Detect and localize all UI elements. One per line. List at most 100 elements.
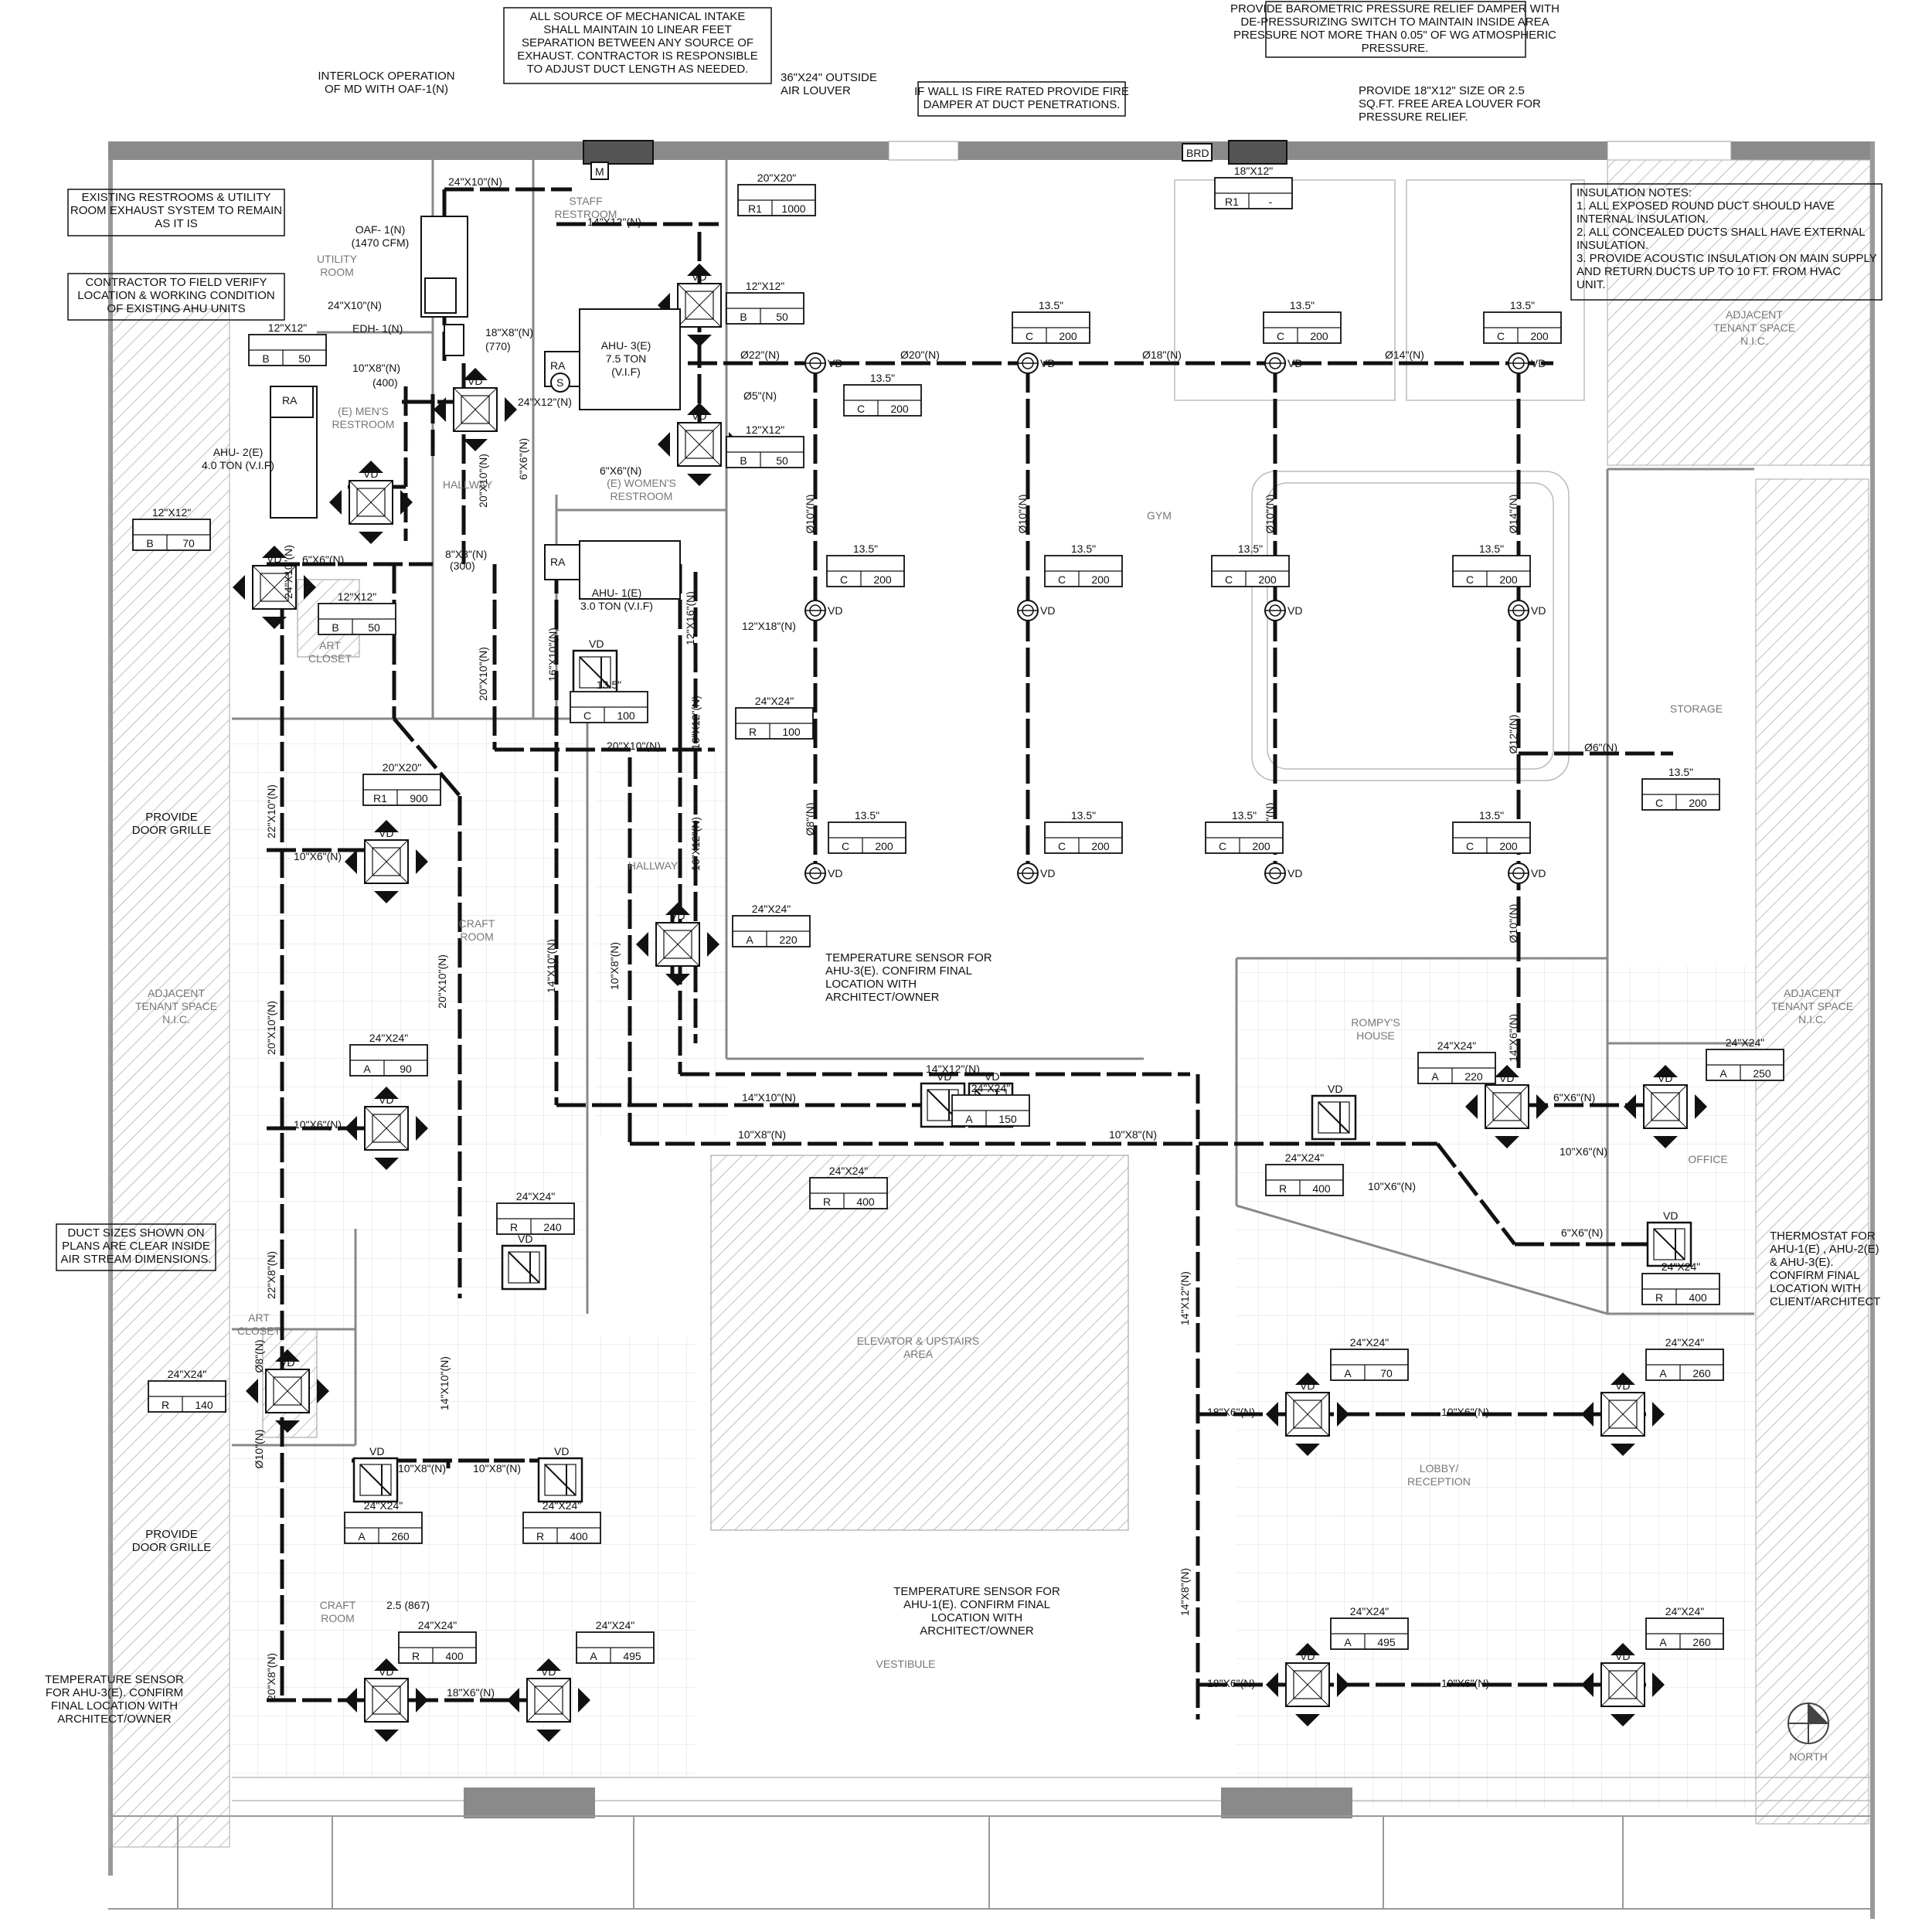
intake-note-line: ALL SOURCE OF MECHANICAL INTAKE [530, 10, 746, 23]
tag-cfm: 140 [195, 1399, 213, 1411]
vd-label: VD [1287, 604, 1302, 617]
insulation-notes-line: 2. ALL CONCEALED DUCTS SHALL HAVE EXTERN… [1577, 226, 1866, 239]
tag-size: 24"X24" [752, 903, 791, 915]
round-diffuser-icon: VD [1264, 352, 1302, 374]
tag-type: R [510, 1221, 518, 1233]
door-grille-note-top-line: PROVIDE [145, 811, 198, 824]
thermostat-note-line: LOCATION WITH [1770, 1282, 1861, 1295]
duct-size-label: 6"X6"(N) [600, 464, 641, 477]
return-grille-icon: VD [1311, 1083, 1357, 1141]
tag-type: R [536, 1530, 544, 1543]
north-label: NORTH [1789, 1750, 1828, 1763]
tag-cfm: 220 [779, 934, 798, 946]
vd-label: VD [937, 1070, 951, 1083]
duct-size-label: 24"X10"(N) [282, 545, 294, 599]
tag-cfm: 400 [570, 1530, 588, 1543]
tag-size: 24"X24" [1350, 1605, 1389, 1617]
tag-type: A [358, 1530, 366, 1543]
lobby-label-line: RECEPTION [1407, 1475, 1471, 1488]
duct-size-label: Ø12"(N) [1507, 715, 1519, 754]
duct-size-label: 10"X6"(N) [294, 850, 342, 862]
ahu-1-label: AHU- 1(E)3.0 TON (V.I.F) [580, 587, 653, 612]
duct-size-label: 14"X10"(N) [742, 1091, 796, 1104]
north-label-line: NORTH [1789, 1750, 1828, 1763]
edh-1-label: EDH- 1(N) [352, 322, 403, 335]
return-grille-icon: VD [501, 1233, 547, 1291]
craft-room-bottom-label-line: ROOM [321, 1612, 355, 1624]
fire-damper-note: IF WALL IS FIRE RATED PROVIDE FIREDAMPER… [914, 81, 1129, 117]
vd-label: VD [280, 1356, 294, 1369]
vd-label: VD [1040, 357, 1055, 369]
square-diffuser-icon: VD [345, 1658, 428, 1742]
tag-type: A [1659, 1636, 1667, 1648]
square-diffuser-icon: VD [636, 903, 719, 986]
adjacent-tenant-top-hatch [1607, 159, 1871, 466]
fire-damper-note-line: IF WALL IS FIRE RATED PROVIDE FIRE [914, 85, 1129, 98]
round-diffuser-icon: VD [1017, 600, 1055, 621]
tag-size: 13.5" [853, 543, 878, 555]
duct-size-label: 8"X8"(N) [445, 548, 487, 560]
tag-cfm: 150 [998, 1113, 1017, 1125]
baro-note-box [1265, 1, 1526, 58]
field-verify-note-line: LOCATION & WORKING CONDITION [77, 289, 275, 302]
ahu-3-label: AHU- 3(E)7.5 TON(V.I.F) [601, 339, 651, 378]
tag-size: 24"X24" [1665, 1336, 1704, 1349]
vd-label: VD [379, 1665, 393, 1678]
duct-size-label: 20"X10"(N) [265, 1001, 277, 1055]
vd-label: VD [828, 357, 842, 369]
duct-size-label: Ø20"(N) [900, 349, 940, 361]
storage-label-line: STORAGE [1670, 702, 1723, 715]
tag-size: 12"X12" [746, 280, 784, 292]
square-diffuser-icon: VD [507, 1658, 590, 1742]
tag-cfm: 200 [1258, 573, 1277, 586]
vd-label: VD [1287, 357, 1302, 369]
brd-box [1182, 143, 1213, 162]
tag-type: C [583, 709, 591, 722]
tag-cfm: 100 [782, 726, 801, 738]
duct-size-label: Ø10"(N) [1264, 495, 1276, 534]
tag-type: A [590, 1650, 597, 1662]
craft-room-top-label-line: CRAFT [459, 917, 495, 930]
tag-cfm: 400 [856, 1196, 875, 1208]
ahu-2-ra-label: RA [282, 394, 298, 406]
adjacent-tenant-left-label-line: TENANT SPACE [135, 1000, 217, 1012]
oaf-1-label-line: (1470 CFM) [352, 236, 410, 249]
round-diffuser-icon: VD [1017, 862, 1055, 884]
baro-note-line: PRESSURE NOT MORE THAN 0.05" OF WG ATMOS… [1233, 29, 1556, 42]
tag-cfm: 200 [1252, 840, 1270, 852]
tag-size: 13.5" [1290, 299, 1315, 311]
tag-cfm: 200 [1091, 573, 1110, 586]
existing-exhaust-note-line: ROOM EXHAUST SYSTEM TO REMAIN [70, 204, 282, 217]
duct-sizes-note-line: PLANS ARE CLEAR INSIDE [62, 1240, 210, 1253]
tag-size: 13.5" [1039, 299, 1063, 311]
tag-size: 13.5" [1238, 543, 1263, 555]
return-grille-icon: VD [572, 638, 618, 696]
lobby-label: LOBBY/RECEPTION [1407, 1462, 1471, 1488]
tag-size: 24"X24" [596, 1619, 634, 1631]
tag-cfm: 50 [776, 454, 788, 467]
hallway-top-label: HALLWAY [443, 478, 493, 491]
vd-label: VD [828, 604, 842, 617]
ahu-2-label-line: 4.0 TON (V.I.F) [202, 459, 274, 471]
tag-cfm: 200 [1059, 330, 1077, 342]
tag-size: 24"X24" [1437, 1039, 1476, 1052]
tag-size: 13.5" [1232, 809, 1257, 821]
temp-sensor-ahu3-note-line: AHU-3(E). CONFIRM FINAL [825, 964, 972, 978]
ahu-1-return [544, 544, 580, 580]
temp-sensor-ahu3-left-note-line: FOR AHU-3(E). CONFIRM [46, 1686, 183, 1699]
